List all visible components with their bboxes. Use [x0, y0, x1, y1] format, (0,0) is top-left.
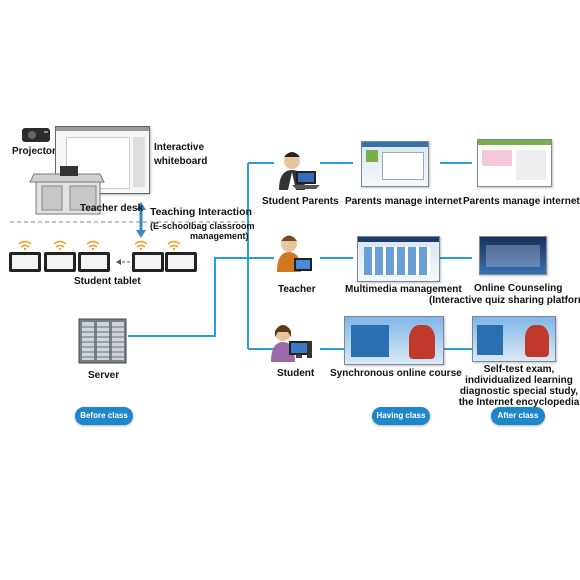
teaching-interaction-label: Teaching Interaction — [150, 206, 252, 218]
synchronous-course-screenshot — [344, 316, 444, 365]
whiteboard-label-line2: whiteboard — [154, 156, 208, 167]
online-counseling-screenshot — [479, 236, 547, 275]
online-counseling-label-2: (Interactive quiz sharing platform) — [429, 295, 580, 306]
whiteboard-icon — [55, 126, 150, 194]
selftest-label-1: Self-test exam, — [483, 364, 555, 375]
tablet-icon — [9, 252, 41, 272]
student-label: Student — [277, 368, 315, 379]
projector-label: Projector — [12, 146, 56, 157]
whiteboard-label-line1: Interactive — [154, 142, 205, 153]
synchronous-course-label: Synchronous online course — [330, 368, 462, 379]
selftest-label-2: individualized learning — [465, 375, 573, 386]
multimedia-label: Multimedia management — [345, 284, 462, 295]
online-counseling-label-1: Online Counseling — [474, 283, 563, 294]
student-parents-label: Student Parents — [262, 196, 339, 207]
before-class-pill: Before class — [75, 407, 133, 425]
selftest-label-4: the Internet encyclopedia — [458, 397, 580, 408]
parents-manage-screenshot-2 — [477, 139, 552, 187]
tablet-icon — [78, 252, 110, 272]
multimedia-screenshot — [357, 236, 440, 282]
selftest-label-3: diagnostic special study, — [459, 386, 579, 397]
tablet-icon — [44, 252, 76, 272]
after-class-pill: After class — [491, 407, 545, 425]
selftest-screenshot — [472, 316, 556, 362]
student-tablet-label: Student tablet — [74, 276, 141, 287]
eschoolbag-label-line1: (E-schoolbag classroom — [150, 221, 255, 231]
server-label: Server — [88, 370, 120, 381]
teacher-desk-label: Teacher desk — [80, 203, 144, 214]
parents-manage-screenshot — [361, 141, 429, 187]
tablet-icon — [165, 252, 197, 272]
teacher-label: Teacher — [278, 284, 316, 295]
eschoolbag-label-line2: management) — [190, 231, 249, 241]
parents-manage-label-2: Parents manage internet — [463, 196, 580, 207]
having-class-pill: Having class — [372, 407, 430, 425]
parents-manage-label-1: Parents manage internet — [345, 196, 462, 207]
tablet-icon — [132, 252, 164, 272]
